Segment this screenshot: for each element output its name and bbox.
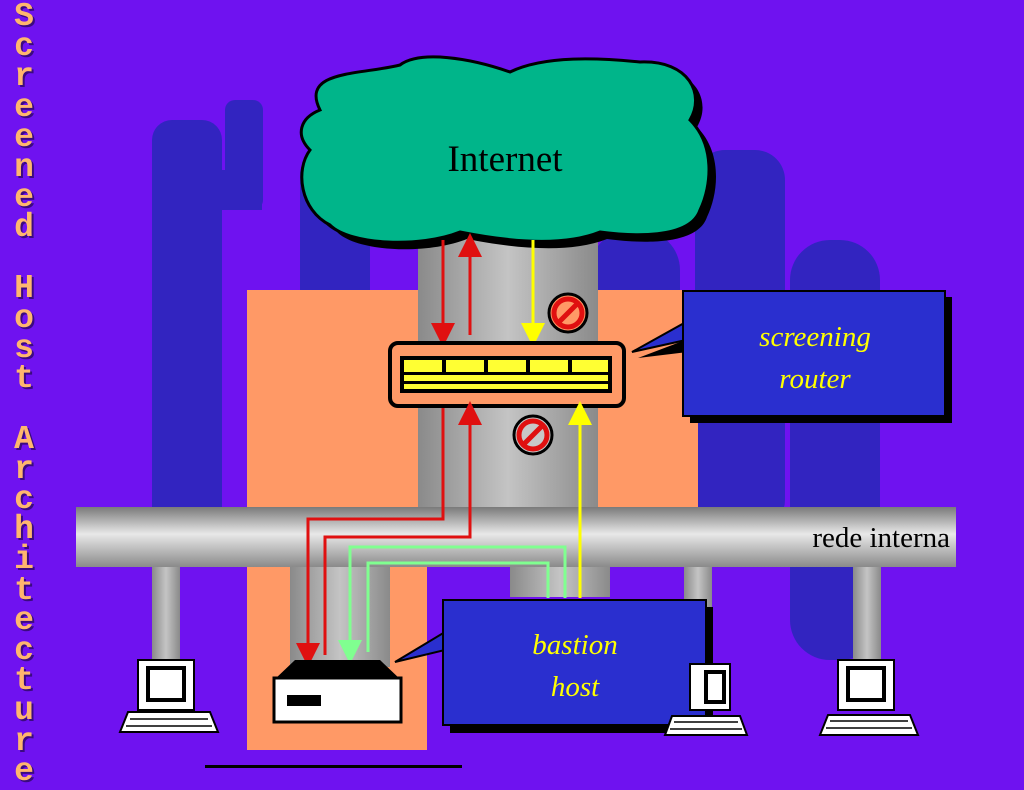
workstation-icon (663, 663, 749, 736)
bastion-host-label: bastion host (450, 624, 700, 708)
bastion-host-icon (272, 660, 403, 724)
screening-router-callout (631, 290, 952, 423)
no-entry-icon (547, 292, 589, 334)
workstation-icon (818, 659, 920, 736)
title-char: c (14, 481, 34, 518)
screened-host-diagram (76, 55, 956, 768)
arrow-green-1 (338, 545, 567, 664)
workstation-icon (118, 659, 220, 733)
cloud-icon (299, 55, 717, 250)
title-char: S (14, 0, 34, 35)
title-char: e (14, 601, 34, 639)
internal-network-bus (76, 507, 956, 567)
title-char: n (14, 148, 34, 186)
no-entry-icon (512, 414, 554, 456)
title-char: s (14, 330, 34, 368)
arrow-bastion-to-router-red (323, 401, 482, 655)
title-char: r (14, 58, 34, 96)
title-char: A (14, 420, 34, 458)
bastion-host-label-line2: host (550, 671, 600, 703)
screening-router-label: screening router (690, 316, 940, 400)
title-char: e (14, 118, 34, 156)
title-char: t (14, 360, 34, 398)
title-char: e (14, 179, 34, 217)
internal-network-label: rede interna (812, 522, 950, 554)
title-char: c (14, 631, 34, 669)
bottom-strip (205, 765, 462, 768)
title-char: t (14, 662, 34, 700)
title-char: r (14, 722, 34, 760)
title-char: h (14, 511, 34, 549)
title-char: r (14, 450, 34, 488)
title-char: o (14, 299, 34, 337)
title-char: i (14, 541, 34, 579)
arrow-green-2 (366, 561, 550, 652)
title-char: c (14, 28, 34, 66)
arrow-router-to-bastion-red (296, 408, 445, 667)
title-char: t (14, 571, 34, 609)
screening-router-label-line1: screening (759, 321, 871, 353)
bastion-host-label-line1: bastion (532, 629, 618, 661)
title-char: u (14, 692, 34, 730)
router-icon (388, 341, 626, 408)
title-char: H (14, 269, 34, 307)
internet-label: Internet (447, 139, 563, 180)
title-char: d (14, 209, 34, 247)
bastion-host-callout (394, 599, 713, 733)
screening-router-label-line2: router (779, 363, 851, 395)
title-char: e (14, 88, 34, 126)
